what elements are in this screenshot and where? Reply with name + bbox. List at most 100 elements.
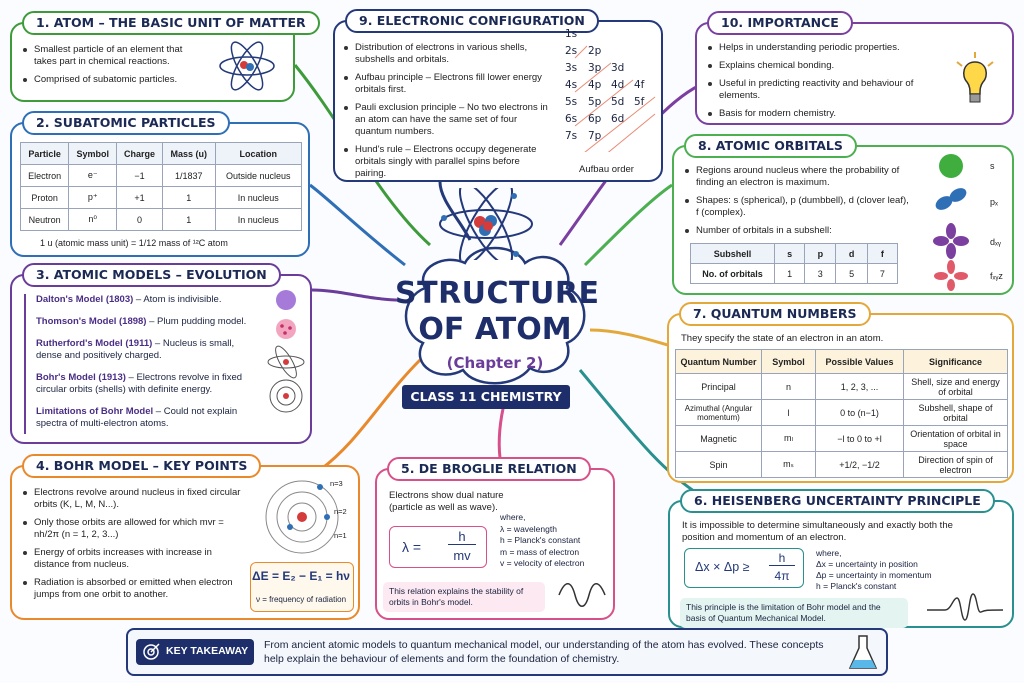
orbital-shapes-icon bbox=[933, 154, 969, 291]
debroglie-def: v = velocity of electron bbox=[500, 558, 585, 568]
center-banner: CLASS 11 CHEMISTRY bbox=[402, 385, 570, 409]
subatomic-cell: −1 bbox=[116, 164, 163, 187]
orbitals-point: Shapes: s (spherical), p (dumbbell), d (… bbox=[684, 195, 914, 219]
importance-card: 10. IMPORTANCE Helps in understanding pe… bbox=[695, 11, 1014, 125]
subatomic-header: Symbol bbox=[68, 142, 118, 165]
bohr-point: Radiation is absorbed or emitted when el… bbox=[22, 577, 247, 601]
subatomic-cell: e⁻ bbox=[68, 164, 118, 187]
orbital-shape-label: s bbox=[990, 161, 995, 171]
heisenberg-title: 6. HEISENBERG UNCERTAINTY PRINCIPLE bbox=[680, 489, 995, 513]
aufbau-orbital: 3p bbox=[588, 62, 602, 74]
importance-point: Explains chemical bonding. bbox=[707, 60, 932, 72]
orbitals-header: d bbox=[835, 243, 868, 264]
atom-icon bbox=[439, 188, 533, 260]
quantum-cell: 0 to (n−1) bbox=[815, 399, 904, 426]
center-topic: STRUCTURE OF ATOM (Chapter 2) bbox=[395, 228, 599, 403]
importance-point: Helps in understanding periodic properti… bbox=[707, 42, 932, 54]
subatomic-header: Mass (u) bbox=[161, 142, 216, 165]
subatomic-cell: In nucleus bbox=[214, 208, 303, 231]
heisenberg-where: where, bbox=[816, 548, 842, 558]
aufbau-orbital: 2p bbox=[588, 45, 602, 57]
aufbau-orbital: 7p bbox=[588, 130, 602, 142]
aufbau-arrows bbox=[574, 45, 656, 152]
quantum-cell: −l to 0 to +l bbox=[815, 425, 904, 452]
subatomic-cell: p⁺ bbox=[68, 186, 118, 209]
subatomic-cell: 1/1837 bbox=[161, 164, 216, 187]
model-item: Thomson's Model (1898) – Plum pudding mo… bbox=[36, 316, 247, 327]
formula-denominator: mv bbox=[453, 548, 471, 563]
takeaway-label: KEY TAKEAWAY bbox=[166, 645, 249, 657]
quantum-cell: mₛ bbox=[761, 451, 816, 478]
bohr-title: 4. BOHR MODEL – KEY POINTS bbox=[22, 454, 262, 478]
orbitals-table: Subshell s p d f No. of orbitals 1 3 5 7 bbox=[690, 243, 899, 284]
quantum-table: Quantum Number Symbol Possible Values Si… bbox=[675, 349, 1008, 478]
debroglie-where: where, bbox=[500, 512, 526, 522]
bohr-orbit-icon bbox=[265, 480, 339, 554]
bohr-formula-note: ν = frequency of radiation bbox=[255, 595, 347, 604]
bohr-point: Energy of orbits increases with increase… bbox=[22, 547, 247, 571]
bohr-formula: ΔE = E₂ − E₁ = hν bbox=[252, 569, 350, 583]
importance-point: Useful in predicting reactivity and beha… bbox=[707, 78, 932, 102]
atomic-model-icons bbox=[267, 290, 305, 413]
heisenberg-intro: It is impossible to determine simultaneo… bbox=[682, 520, 953, 543]
subatomic-title: 2. SUBATOMIC PARTICLES bbox=[22, 111, 230, 135]
orbitals-cell: No. of orbitals bbox=[690, 263, 775, 284]
subatomic-table: Particle Symbol Charge Mass (u) Location… bbox=[19, 142, 303, 231]
bohr-point: Electrons revolve around nucleus in fixe… bbox=[22, 487, 247, 511]
quantum-header: Possible Values bbox=[815, 349, 904, 374]
center-title-line2: OF ATOM bbox=[418, 312, 572, 347]
subatomic-header: Location bbox=[214, 142, 303, 165]
bohr-orbit-label: n=1 bbox=[334, 531, 347, 540]
atom-point: Smallest particle of an element that tak… bbox=[22, 44, 202, 68]
formula-numerator: h bbox=[448, 529, 476, 545]
aufbau-orbital: 6p bbox=[588, 113, 602, 125]
aufbau-orbital: 6d bbox=[611, 113, 625, 125]
wave-icon bbox=[558, 583, 606, 607]
quantum-title: 7. QUANTUM NUMBERS bbox=[679, 302, 871, 326]
quantum-cell: n bbox=[761, 373, 816, 400]
debroglie-title: 5. DE BROGLIE RELATION bbox=[387, 457, 591, 481]
quantum-cell: Spin bbox=[675, 451, 762, 478]
subatomic-header: Particle bbox=[19, 142, 70, 165]
orbitals-card: 8. ATOMIC ORBITALS Regions around nucleu… bbox=[672, 134, 1014, 295]
aufbau-label: Aufbau order bbox=[579, 164, 634, 175]
orbital-shape-label: pₓ bbox=[990, 197, 998, 207]
aufbau-orbital: 5s bbox=[565, 96, 578, 108]
config-title: 9. ELECTRONIC CONFIGURATION bbox=[345, 9, 599, 33]
subatomic-cell: 1 bbox=[161, 208, 216, 231]
models-card: 3. ATOMIC MODELS – EVOLUTION Dalton's Mo… bbox=[10, 263, 312, 444]
aufbau-orbital: 5p bbox=[588, 96, 602, 108]
config-point: Distribution of electrons in various she… bbox=[343, 42, 553, 66]
models-timeline bbox=[24, 294, 26, 434]
quantum-cell: Azimuthal (Angular momentum) bbox=[675, 399, 762, 426]
aufbau-orbital: 1s bbox=[565, 28, 578, 40]
formula-numerator: h bbox=[769, 551, 795, 566]
subatomic-cell: +1 bbox=[116, 186, 163, 209]
debroglie-formula-box: λ = h mv bbox=[389, 526, 487, 568]
aufbau-orbital: 3d bbox=[611, 62, 625, 74]
quantum-cell: Magnetic bbox=[675, 425, 762, 452]
quantum-cell: +1/2, −1/2 bbox=[815, 451, 904, 478]
heisenberg-card: 6. HEISENBERG UNCERTAINTY PRINCIPLE It i… bbox=[668, 489, 1014, 628]
quantum-cell: Shell, size and energy of orbital bbox=[903, 373, 1008, 400]
config-point: Aufbau principle – Electrons fill lower … bbox=[343, 72, 553, 96]
bohr-formula-box: ΔE = E₂ − E₁ = hν ν = frequency of radia… bbox=[250, 562, 354, 612]
importance-title: 10. IMPORTANCE bbox=[707, 11, 853, 35]
formula-denominator: 4π bbox=[774, 569, 790, 583]
aufbau-orbital: 2s bbox=[565, 45, 578, 57]
models-title: 3. ATOMIC MODELS – EVOLUTION bbox=[22, 263, 281, 287]
subatomic-cell: In nucleus bbox=[214, 186, 303, 209]
subatomic-cell: Proton bbox=[19, 186, 70, 209]
target-icon bbox=[143, 643, 160, 660]
orbitals-header: f bbox=[866, 243, 899, 264]
atom-title: 1. ATOM – THE BASIC UNIT OF MATTER bbox=[22, 11, 320, 35]
orbitals-cell: 3 bbox=[804, 263, 837, 284]
subatomic-cell: 1 bbox=[161, 186, 216, 209]
quantum-cell: Subshell, shape of orbital bbox=[903, 399, 1008, 426]
aufbau-orbital: 7s bbox=[565, 130, 578, 142]
orbitals-point: Regions around nucleus where the probabi… bbox=[684, 165, 914, 189]
importance-point: Basis for modern chemistry. bbox=[707, 108, 932, 120]
atom-point: Comprised of subatomic particles. bbox=[22, 74, 202, 86]
aufbau-orbital: 4f bbox=[634, 79, 645, 91]
